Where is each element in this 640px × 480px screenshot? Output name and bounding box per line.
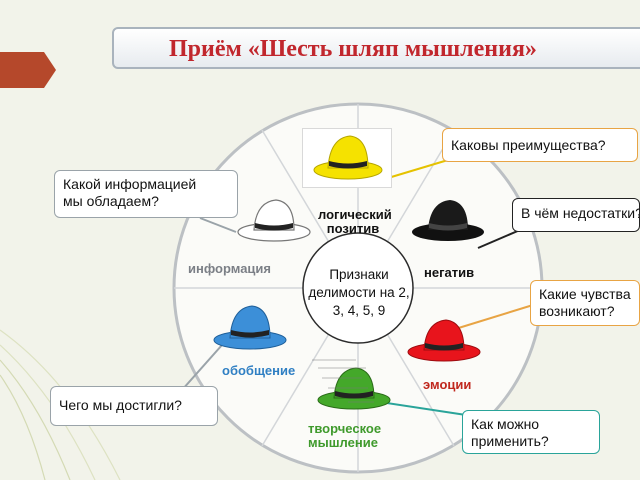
white-question-bubble: Какой информацией мы обладаем? xyxy=(54,170,238,218)
white-hat-label: информация xyxy=(188,261,272,276)
divider-upper-left xyxy=(261,129,337,255)
blue-question-bubble: Чего мы достигли? xyxy=(50,386,218,426)
green-connector xyxy=(379,401,467,416)
divider-lower-right xyxy=(379,321,455,447)
blue-hat-icon xyxy=(213,305,287,350)
tiny-notes-decoration xyxy=(308,356,378,412)
black-question-bubble: В чём недостатки? xyxy=(512,198,640,232)
green-hat-icon xyxy=(317,367,391,410)
yellow-hat-label: логический позитив xyxy=(318,207,392,236)
red-hat-label: эмоции xyxy=(423,377,472,392)
center-circle xyxy=(302,232,414,344)
yellow-connector xyxy=(387,159,449,179)
black-hat-label: негатив xyxy=(424,265,475,280)
yellow-question-bubble: Каковы преимущества? xyxy=(442,128,638,162)
red-question-bubble: Какие чувства возникают? xyxy=(530,280,640,326)
red-connector xyxy=(451,304,534,331)
slide-corner-tab xyxy=(0,52,56,88)
center-topic: Признаки делимости на 2, 3, 4, 5, 9 xyxy=(308,267,410,318)
title-box: Приём «Шесть шляп мышления» xyxy=(112,27,640,69)
green-question-bubble: Как можно применить? xyxy=(462,410,600,454)
blue-hat-label: обобщение xyxy=(222,363,296,378)
page-title: Приём «Шесть шляп мышления» xyxy=(169,36,537,62)
divider-upper-right xyxy=(379,129,455,255)
yellow-hat-icon xyxy=(313,135,383,180)
black-hat-icon xyxy=(412,200,484,241)
green-hat-label: творческое мышление xyxy=(308,421,382,450)
black-connector xyxy=(477,229,521,249)
red-hat-icon xyxy=(407,319,481,362)
white-connector xyxy=(199,217,237,233)
white-hat-icon xyxy=(237,199,311,242)
divider-lower-left xyxy=(261,321,337,447)
